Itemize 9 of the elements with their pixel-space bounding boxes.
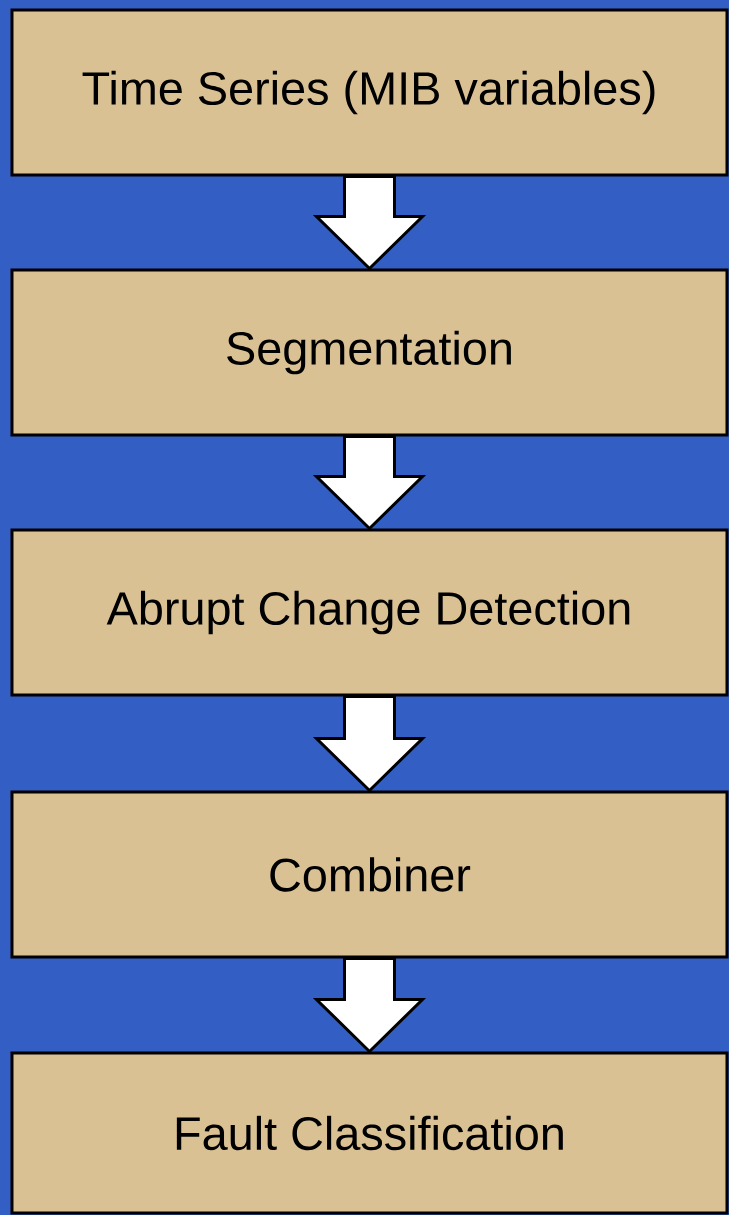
process-box: Time Series (MIB variables) [10, 8, 729, 177]
process-box: Fault Classification [10, 1051, 729, 1215]
process-box: Combiner [10, 790, 729, 959]
block-arrow [312, 435, 427, 531]
process-box: Segmentation [10, 268, 729, 437]
block-arrow [312, 175, 427, 271]
block-arrow [312, 695, 427, 793]
process-box: Abrupt Change Detection [10, 528, 729, 697]
block-arrow [312, 957, 427, 1054]
